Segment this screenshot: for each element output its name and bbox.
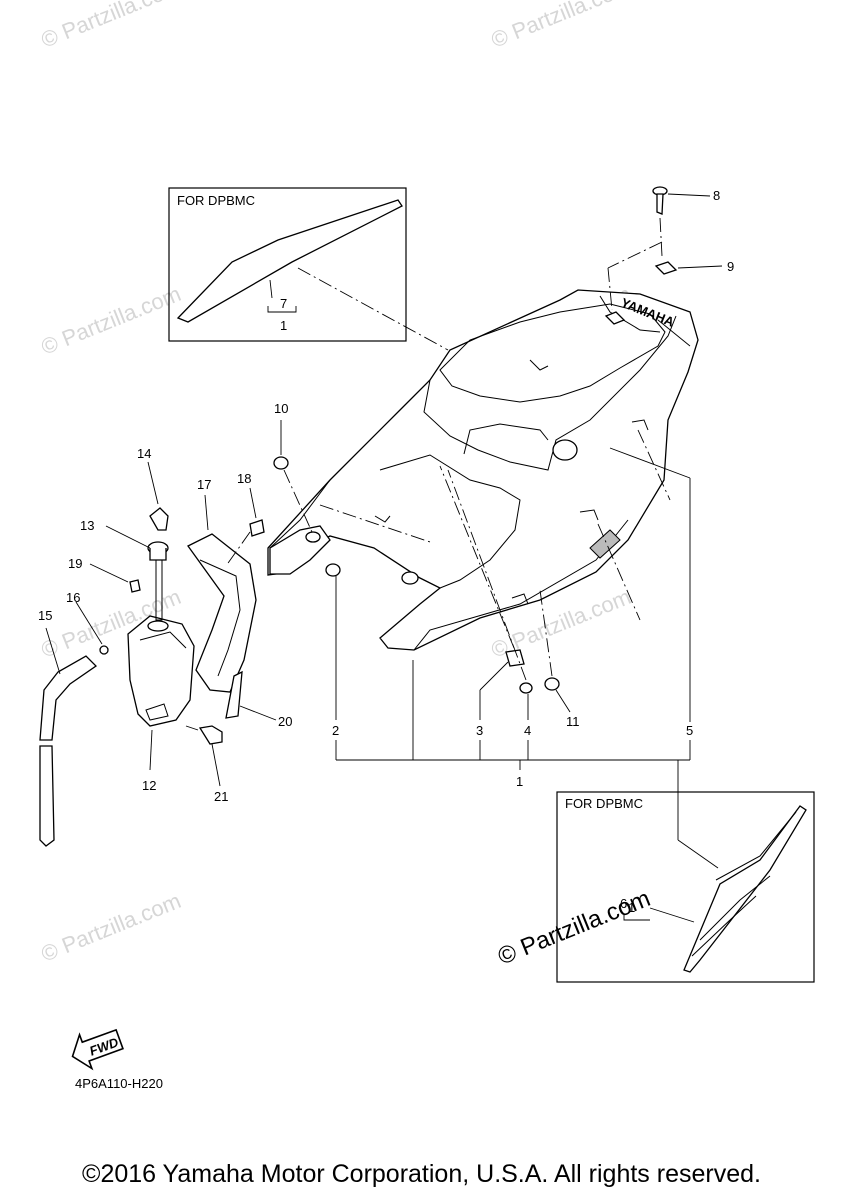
callout-4: 4	[524, 723, 531, 738]
callout-11: 11	[566, 714, 580, 729]
callout-14: 14	[137, 446, 151, 461]
callout-13: 13	[80, 518, 94, 533]
diagram-code: 4P6A110-H220	[75, 1076, 163, 1091]
callout-labels: 8 9 10 14 17 18 13 19 16 15 20 2 3 4 11 …	[38, 188, 734, 804]
copyright-notice: ©2016 Yamaha Motor Corporation, U.S.A. A…	[82, 1160, 761, 1188]
callout-21: 21	[214, 789, 228, 804]
inset-box-label: FOR DPBMC	[565, 796, 643, 811]
callout-17: 17	[197, 477, 211, 492]
callout-7: 7	[280, 296, 287, 311]
inset-box-top: FOR DPBMC 7 1	[168, 187, 449, 351]
callout-10: 10	[274, 401, 288, 416]
callout-1: 1	[516, 774, 523, 789]
fasteners	[273, 186, 723, 840]
callout-1-bottom: 1	[628, 900, 635, 915]
watermark: © Partzilla.com	[488, 0, 635, 53]
callout-6: 6	[620, 896, 627, 911]
callout-12: 12	[142, 778, 156, 793]
fwd-arrow-icon: FWD	[71, 1028, 124, 1071]
callout-1-top: 1	[280, 318, 287, 333]
seat-cowl: YAMAHA	[267, 289, 699, 651]
callout-19: 19	[68, 556, 82, 571]
callout-16: 16	[66, 590, 80, 605]
inset-box-label: FOR DPBMC	[177, 193, 255, 208]
callout-2: 2	[332, 723, 339, 738]
callout-15: 15	[38, 608, 52, 623]
callout-5: 5	[686, 723, 693, 738]
callout-18: 18	[237, 471, 251, 486]
watermark: © Partzilla.com	[38, 281, 185, 360]
watermark: © Partzilla.com	[38, 888, 185, 967]
callout-3: 3	[476, 723, 483, 738]
watermark: © Partzilla.com	[38, 0, 185, 53]
inset-box-bottom: FOR DPBMC 6 1	[556, 791, 815, 983]
callout-8: 8	[713, 188, 720, 203]
parts-diagram: © Partzilla.com © Partzilla.com © Partzi…	[38, 0, 815, 1091]
reservoir-assembly	[39, 461, 277, 847]
watermark-main: © Partzilla.com	[494, 885, 654, 971]
callout-20: 20	[278, 714, 292, 729]
callout-9: 9	[727, 259, 734, 274]
